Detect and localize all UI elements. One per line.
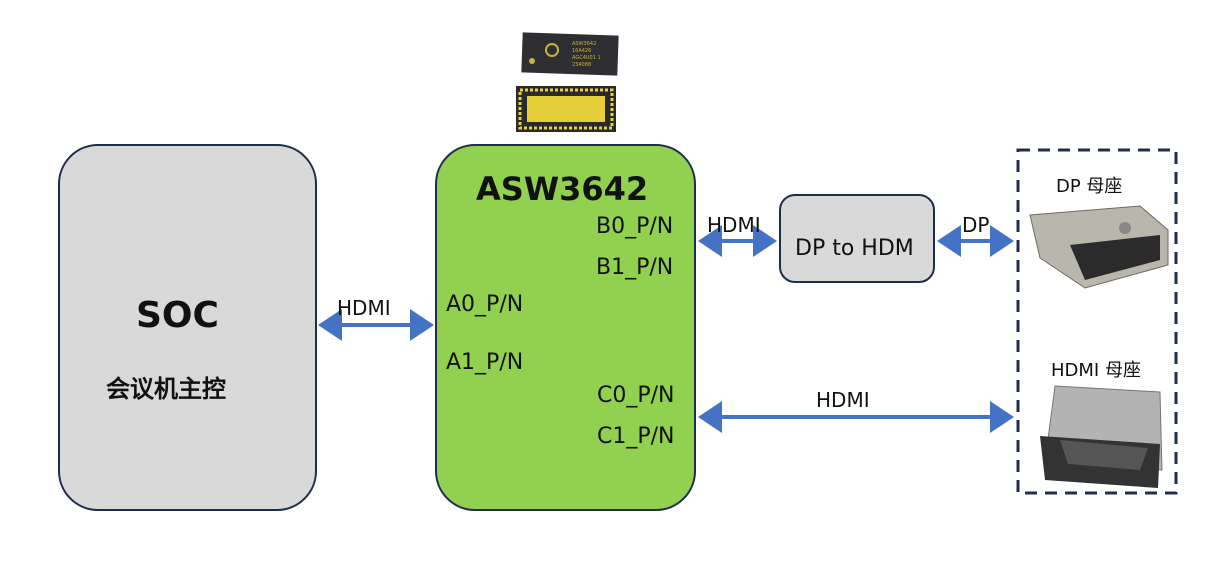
link-label-switch-hdmi: HDMI <box>816 388 870 412</box>
chip-marking-1: ASW3642 <box>572 41 596 47</box>
chip-marking-2: 16A426 <box>572 48 591 54</box>
switch-block <box>435 144 696 511</box>
hdmi-connector-image <box>1040 385 1163 488</box>
hdmi-connector-label: HDMI 母座 <box>1051 360 1141 381</box>
dp-connector-image <box>1029 205 1169 289</box>
soc-title: SOC <box>136 295 219 336</box>
port-b0: B0_P/N <box>596 214 674 239</box>
connector-group <box>1016 148 1178 495</box>
chip-marking-4: 234088 <box>572 62 591 68</box>
port-a0: A0_P/N <box>446 292 524 317</box>
port-b1: B1_P/N <box>596 255 674 280</box>
port-c0: C0_P/N <box>597 383 675 408</box>
converter-block <box>779 194 935 283</box>
port-c1: C1_P/N <box>597 424 675 449</box>
chip-bottom-image <box>516 86 616 132</box>
link-label-converter-dp: DP <box>962 213 990 237</box>
soc-subtitle: 会议机主控 <box>106 375 226 403</box>
link-label-switch-converter: HDMI <box>707 213 761 237</box>
soc-block <box>58 144 317 511</box>
chip-top-image: ASW3642 16A426 AGC4U01 1 234088 <box>521 32 619 76</box>
link-label-soc-switch: HDMI <box>337 296 391 320</box>
converter-title: DP to HDM <box>795 236 914 261</box>
port-a1: A1_P/N <box>446 350 524 375</box>
dp-connector-label: DP 母座 <box>1056 176 1123 197</box>
chip-marking-3: AGC4U01 1 <box>572 55 601 61</box>
switch-title: ASW3642 <box>476 170 649 208</box>
